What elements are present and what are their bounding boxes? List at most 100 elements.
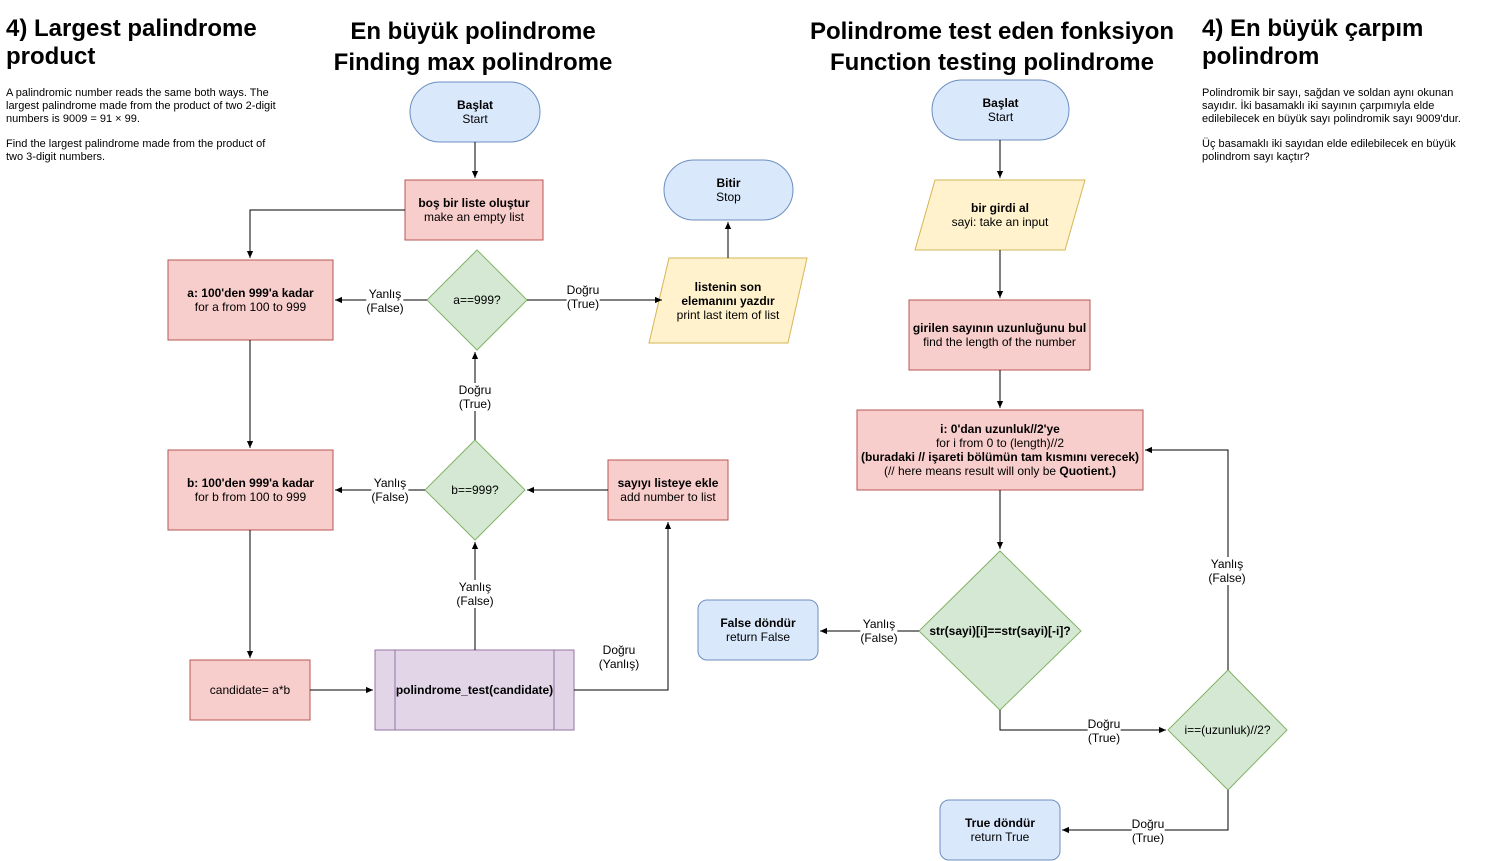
label-i-true-2: (True) [1131,831,1165,845]
candidate-node: candidate= a*b [190,660,310,720]
label-b-false-2: (False) [371,490,409,504]
loop-i-node-text3: (// here means result will only be [883,464,1060,478]
input-io-shape [914,179,1086,251]
label-test-false-2: (False) [456,594,494,608]
left-title: 4) Largest palindrome product [6,15,257,70]
f2-start-node-text: Start [987,110,1014,124]
add-list-process-shape [607,459,729,521]
label-i-true: Doğru (True) [1131,817,1165,845]
i-decision-node: i==(uzunluk)//2? [1168,670,1287,790]
candidate-node-text: candidate= a*b [209,683,291,697]
stop-node: Bitir Stop [664,160,793,220]
label-str-false: Yanlış (False) [860,617,898,645]
flow1-title-line2: Finding max polindrome [333,49,613,76]
label-test-true-2: (Yanlış) [598,657,640,671]
ret-false-terminal-shape [697,599,819,661]
loop-i-node-bold2: (buradaki // işareti bölümün tam kısmını… [860,450,1140,464]
length-process-shape [908,299,1091,371]
flow1-title-line1: En büyük polindrome [350,18,596,45]
label-str-true-1: Doğru [1087,717,1121,731]
conn-dec-i-to-true [1062,790,1229,834]
loop-i-node-text1: for i from 0 to (length)//2 [935,436,1065,450]
loop-a-node-text: for a from 100 to 999 [194,300,307,314]
loop-i-node-bold1: i: 0'dan uzunluk//2'ye [940,422,1060,436]
stop-terminal-shape [663,159,794,221]
label-a-false-2: (False) [366,301,404,315]
label-b-false: Yanlış (False) [371,476,409,504]
ret-true-node: True döndür return True [940,800,1060,860]
length-node-bold: girilen sayının uzunluğunu bul [912,321,1087,335]
print-last-bold1: listenin son [694,279,762,294]
label-a-true-1: Doğru [566,283,600,297]
str-decision-text: str(sayi)[i]==str(sayi)[-i]? [929,623,1071,638]
label-a-false: Yanlış (False) [366,287,404,315]
add-list-node: sayıyı listeye ekle add number to list [608,460,728,520]
label-b-true: Doğru (True) [458,383,492,411]
loop-i-node: i: 0'dan uzunluk//2'ye for i from 0 to (… [857,410,1143,490]
b-decision-shape [424,439,526,541]
input-node-bold: bir girdi al [970,201,1029,215]
right-description-p2: Üç basamaklı iki sayıdan elde edilebilec… [1202,138,1456,163]
loop-a-node-bold: a: 100'den 999'a kadar [187,286,314,300]
f2-start-node-bold: Başlat [982,96,1019,110]
print-last-bold2: elemanını yazdır [681,293,775,308]
pal-test-node-bold: polindrome_test(candidate) [395,683,554,697]
ret-false-node: False döndür return False [698,600,818,660]
str-decision-node: str(sayi)[i]==str(sayi)[-i]? [919,551,1081,710]
candidate-process-shape [189,659,311,721]
print-last-node: listenin son elemanını yazdır print last… [655,258,801,343]
right-description-p1: Polindromik bir sayı, sağdan ve soldan a… [1202,87,1461,125]
a-decision-node: a==999? [427,250,527,350]
loop-b-node: b: 100'den 999'a kadar for b from 100 to… [168,450,333,530]
label-a-false-1: Yanlış [368,287,402,301]
empty-list-node-bold: boş bir liste oluştur [418,196,530,210]
flow1-title: En büyük polindrome Finding max polindro… [300,16,646,78]
conn-list-to-loop-a [246,209,405,258]
loop-i-node-line4: (// here means result will only be Quoti… [884,464,1116,478]
label-test-false-1: Yanlış [458,580,492,594]
a-decision-text: a==999? [453,293,501,307]
loop-b-node-text: for b from 100 to 999 [194,490,307,504]
label-a-true-2: (True) [566,297,600,311]
start-node-text: Start [462,112,488,126]
left-description-p1: A palindromic number reads the same both… [6,87,276,125]
label-str-true: Doğru (True) [1087,717,1121,745]
print-last-io-shape [648,257,808,344]
stop-node-text: Stop [716,190,741,204]
label-str-false-2: (False) [860,631,898,645]
pal-test-node: polindrome_test(candidate) [395,650,554,730]
right-description: Polindromik bir sayı, sağdan ve soldan a… [1202,87,1484,176]
b-decision-text: b==999? [451,483,499,497]
label-a-true: Doğru (True) [566,283,600,311]
ret-true-node-bold: True döndür [965,816,1035,830]
length-node: girilen sayının uzunluğunu bul find the … [909,300,1090,370]
input-node-text: sayi: take an input [951,215,1049,229]
flow2-title-line1: Polindrome test eden fonksiyon [809,18,1175,45]
label-i-false: Yanlış (False) [1208,557,1246,585]
loop-i-process-shape [856,409,1144,491]
print-last-text: print last item of list [676,307,780,322]
loop-a-node: a: 100'den 999'a kadar for a from 100 to… [168,260,333,340]
empty-list-node: boş bir liste oluştur make an empty list [405,180,543,240]
b-decision-node: b==999? [425,440,525,540]
label-str-false-1: Yanlış [862,617,896,631]
length-node-text: find the length of the number [923,335,1076,349]
label-b-false-1: Yanlış [373,476,407,490]
ret-true-terminal-shape [939,799,1061,861]
f2-start-node: Başlat Start [932,80,1069,140]
label-str-true-2: (True) [1087,731,1121,745]
add-list-node-bold: sayıyı listeye ekle [617,476,719,490]
ret-false-node-text: return False [725,630,791,644]
start-node-bold: Başlat [456,98,494,112]
add-list-node-text: add number to list [620,490,716,504]
conn-dec-i-to-loop-i [1145,446,1229,670]
conn-str-to-dec-i [999,710,1166,734]
label-i-true-1: Doğru [1131,817,1165,831]
start-node: Başlat Start [410,82,540,142]
empty-list-node-text: make an empty list [423,210,525,224]
label-b-true-1: Doğru [458,383,492,397]
right-title: 4) En büyük çarpım polindrom [1202,15,1424,70]
loop-i-node-bold3: Quotient.) [1059,464,1117,478]
left-description-p2: Find the largest palindrome made from th… [6,138,266,163]
